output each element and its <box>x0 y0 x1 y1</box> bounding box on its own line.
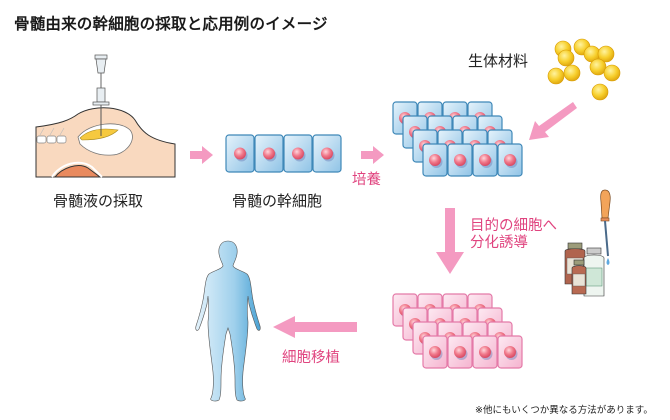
arrow-down-icon <box>436 208 464 274</box>
culture-label: 培養 <box>352 172 381 188</box>
differentiation-label-line2: 分化誘導 <box>470 235 528 251</box>
differentiation-label-line1: 目的の細胞へ <box>470 218 557 234</box>
reagent-bottles-illustration <box>564 189 611 297</box>
cell <box>497 335 523 369</box>
cultured-cells-illustration <box>392 101 523 177</box>
cell <box>225 134 255 173</box>
stem-cells-label: 骨髄の幹細胞 <box>232 192 323 210</box>
differentiated-cells-illustration <box>392 293 523 369</box>
arrow-right-icon <box>361 146 384 164</box>
cell <box>497 143 523 177</box>
biomaterial-label: 生体材料 <box>468 52 529 70</box>
stem-cells-illustration <box>225 134 342 173</box>
harvest-label: 骨髄液の採取 <box>53 192 144 210</box>
cell <box>283 134 313 173</box>
cell <box>312 134 342 173</box>
cell <box>254 134 284 173</box>
human-figure-illustration <box>195 240 261 402</box>
cell <box>422 143 448 177</box>
arrow-down-left-icon <box>529 102 577 140</box>
bone-marrow <box>79 128 119 141</box>
cell <box>447 335 473 369</box>
arrow-right-icon <box>190 146 213 164</box>
arrow-left-icon <box>273 316 357 338</box>
cell <box>447 143 473 177</box>
biomaterial-particles-illustration <box>547 38 621 101</box>
footnote: ※他にもいくつか異なる方法があります。 <box>475 405 653 416</box>
bone-marrow-harvest-illustration <box>35 54 176 178</box>
transplant-label: 細胞移植 <box>282 350 340 366</box>
cell <box>472 335 498 369</box>
muscle-mound <box>53 165 102 178</box>
page-title: 骨髄由来の幹細胞の採取と応用例のイメージ <box>14 15 328 33</box>
syringe-icon <box>92 54 110 136</box>
cell <box>422 335 448 369</box>
dropper-icon <box>600 189 611 265</box>
cell <box>472 143 498 177</box>
